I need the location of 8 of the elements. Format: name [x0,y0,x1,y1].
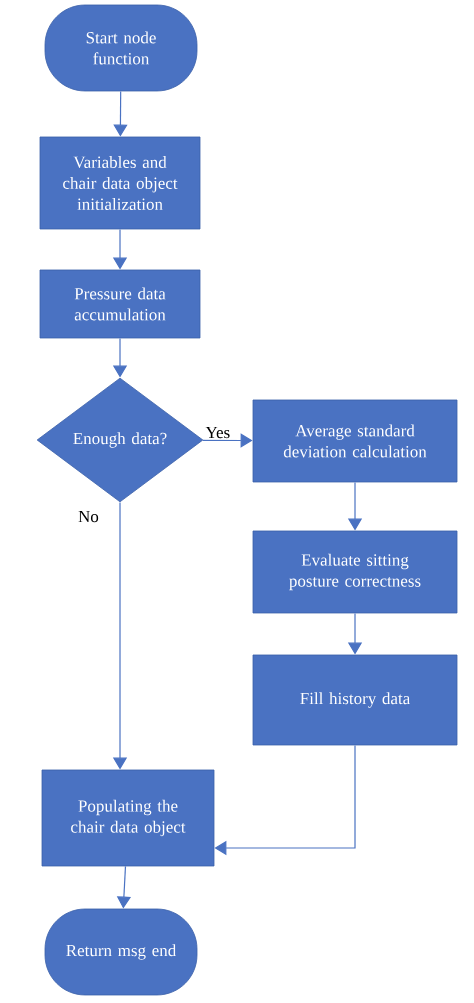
process-box: Evaluate sitting posture correctness [252,530,458,614]
process-box: Fill history data [252,654,458,746]
process-box: Variables and chair data object initialization [39,136,201,230]
edge-label: No [78,510,99,523]
process-box: Populating the chair data object [41,769,215,867]
process-box: Pressure data accumulation [39,269,201,339]
edge-label: Yes [205,426,230,439]
process-box: Average standard deviation calculation [252,399,458,483]
